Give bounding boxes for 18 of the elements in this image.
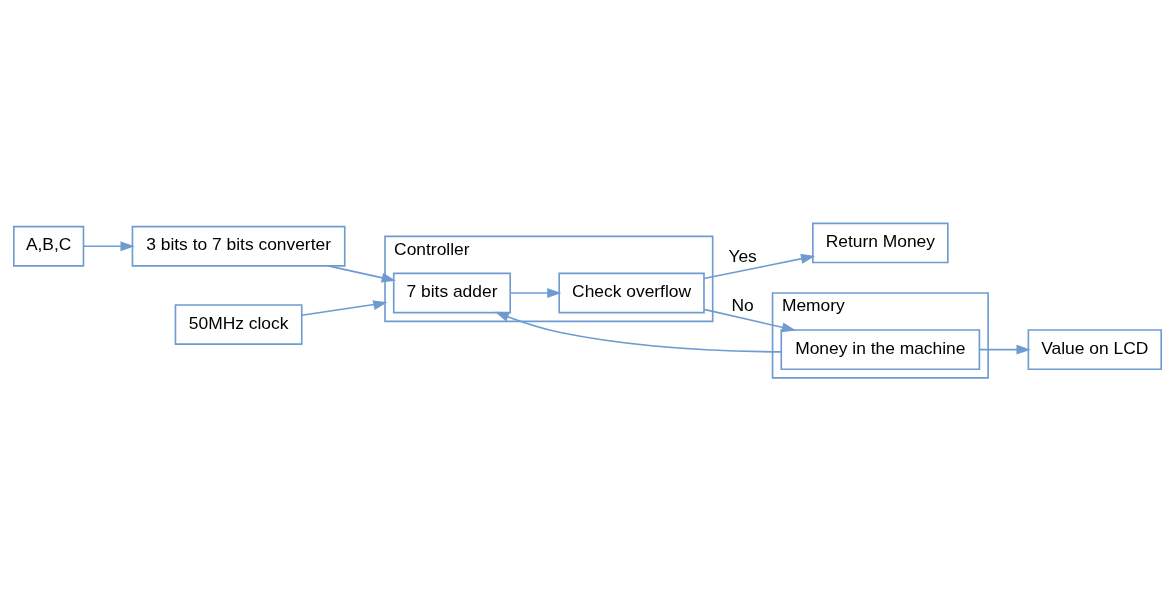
arrow [978,344,1031,355]
arrow [494,311,782,353]
arrow [327,264,396,283]
node-box: Return Money [812,222,949,263]
arrow [703,253,816,279]
node-box: Check overflow [558,272,705,313]
arrow [509,287,562,298]
node-box: 3 bits to 7 bits converter [131,225,346,267]
arrow [301,299,388,316]
node-box: 7 bits adder [392,272,512,313]
arrow [82,240,135,251]
arrow [703,308,797,332]
node-box: A,B,C [13,225,85,267]
edge-label: Yes [728,245,757,266]
node-box: Money in the machine [780,328,981,370]
edge-label: No [731,294,754,315]
node-box: 50MHz clock [174,303,303,345]
node-box: Value on LCD [1027,328,1162,370]
